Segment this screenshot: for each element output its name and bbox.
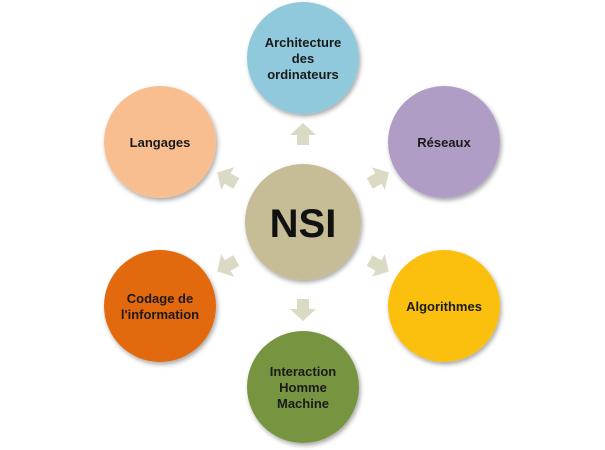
node-circle-algorithmes [388,250,500,362]
node-label-algorithmes: Algorithmes [406,299,482,314]
node-label-line: Réseaux [417,135,471,150]
arrow-shape-interaction [290,299,316,321]
node-label-line: Interaction [270,364,337,379]
arrow-reseaux [366,167,389,190]
node-label-reseaux: Réseaux [417,135,471,150]
arrow-interaction [290,299,316,321]
node-label-line: Langages [130,135,191,150]
arrow-shape-algorithmes [366,254,389,277]
node-circle-codage [104,250,216,362]
arrow-architecture [290,123,316,145]
node-circle-reseaux [388,86,500,198]
arrow-shape-reseaux [366,167,389,190]
node-algorithmes: Algorithmes [388,250,500,362]
node-label-line: ordinateurs [267,67,339,82]
node-circle-langages [104,86,216,198]
arrow-shape-langages [217,167,240,190]
node-circle-interaction [247,331,359,443]
node-label-line: Machine [277,396,329,411]
center-circle [245,164,361,280]
node-label-line: Algorithmes [406,299,482,314]
node-label-line: des [292,51,314,66]
node-label-line: Homme [279,380,327,395]
arrow-codage [217,254,240,277]
node-label-line: Architecture [265,35,342,50]
arrow-algorithmes [366,254,389,277]
node-langages: Langages [104,86,216,198]
node-reseaux: Réseaux [388,86,500,198]
node-label-langages: Langages [130,135,191,150]
node-label-line: l'information [121,307,199,322]
arrow-shape-codage [217,254,240,277]
center-node: NSI [245,164,361,280]
node-label-line: Codage de [127,291,193,306]
arrow-shape-architecture [290,123,316,145]
node-circle-architecture [247,2,359,114]
center-label: NSI [270,202,337,246]
connector-arrows [217,123,389,321]
arrow-langages [217,167,240,190]
